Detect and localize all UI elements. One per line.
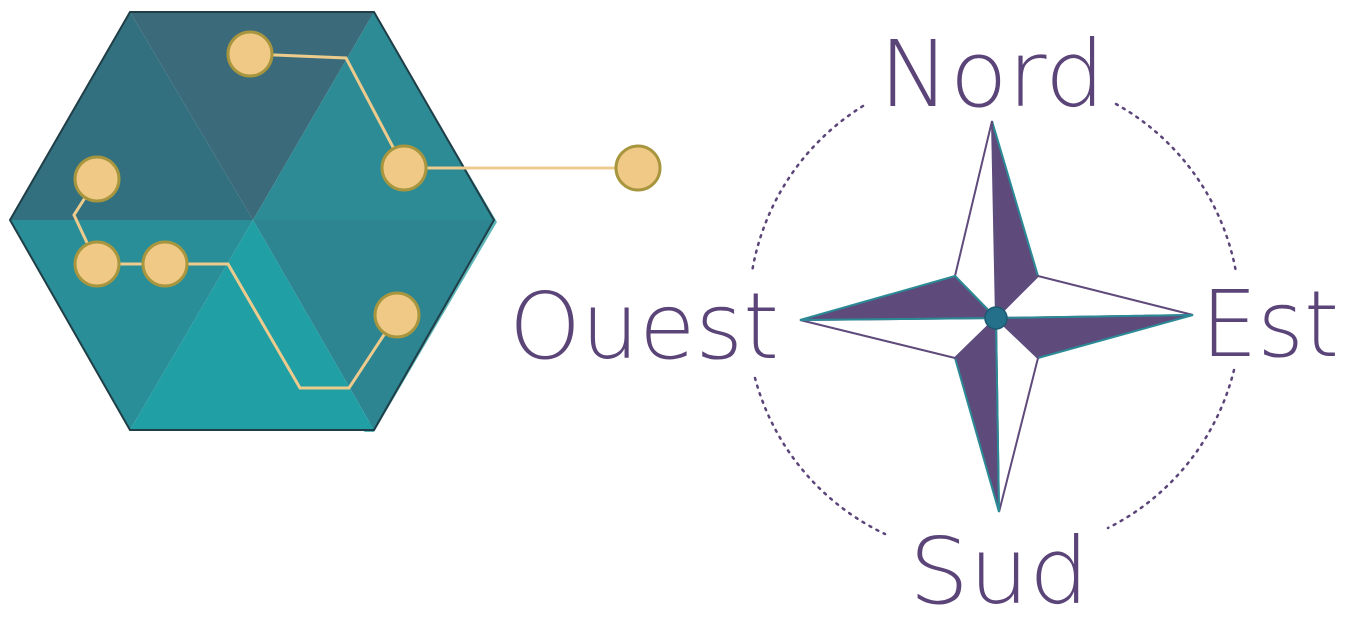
hex-facet-lower-left [10,220,253,430]
compass-rose: Nord Sud Est Ouest [509,21,1339,625]
circuit-node [373,291,421,339]
hex-facet-bottom [130,220,374,430]
label-south: Sud [909,518,1089,625]
hexagon-graphic [8,11,662,432]
compass-dotted-ring [750,102,1238,536]
circuit-path-top [249,52,638,170]
circuit-node [73,240,121,288]
hex-facet-upper-left [10,12,253,220]
circuit-node [380,144,428,192]
circuit-node [226,30,274,78]
hex-facet-lower-right [253,220,494,430]
compass-point-west-fill [799,274,999,321]
circuit-node [73,155,121,203]
hexagon-outline [8,11,496,431]
label-north: Nord [879,21,1105,128]
compass-center-hub [984,306,1008,330]
hex-facet-top [130,12,374,220]
circuit-node [141,240,189,288]
label-west: Ouest [509,273,779,380]
label-east: Est [1201,271,1339,378]
circuit-path-bottom [72,178,399,390]
compass-star [799,120,1194,513]
circuit-node-external [614,144,662,192]
